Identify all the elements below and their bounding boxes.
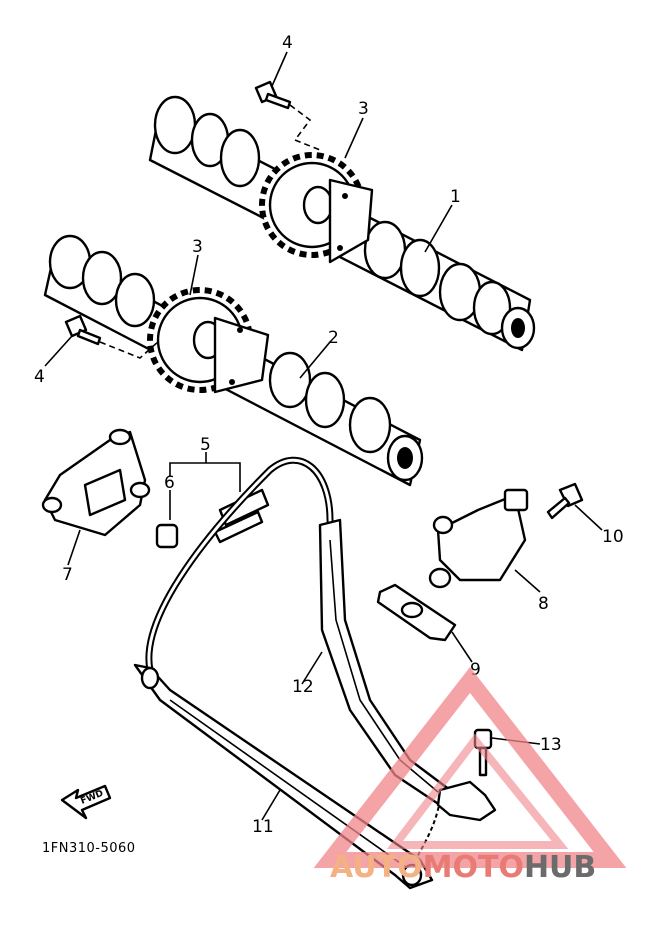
catalog-code: 1FN310-5060: [42, 841, 136, 856]
chain-tensioner: [428, 488, 529, 589]
fwd-arrow: FWD: [60, 784, 112, 820]
label-3-lower: 3: [192, 237, 203, 257]
label-6: 6: [164, 473, 175, 493]
tensioner-bolt: [546, 482, 584, 520]
watermark-logo: AUTOMOTOHUB: [313, 666, 627, 885]
label-12: 12: [292, 677, 314, 697]
lower-cam-sprocket: [147, 287, 270, 394]
watermark-moto: MOTO: [423, 850, 524, 885]
label-13: 13: [540, 735, 562, 755]
label-4-lower: 4: [34, 367, 45, 387]
label-8: 8: [538, 594, 549, 614]
sprocket-bolt-upper: [254, 80, 321, 151]
label-2: 2: [328, 328, 339, 348]
watermark-hub: HUB: [524, 850, 596, 885]
guide-bolt-13: [436, 728, 497, 822]
watermark-triangle-outer: [313, 666, 627, 868]
label-10: 10: [602, 527, 624, 547]
label-1: 1: [450, 187, 461, 207]
label-5: 5: [200, 435, 211, 455]
camshaft-cap: [41, 428, 151, 537]
sprocket-bolt-lower: [64, 314, 161, 359]
watermark-text: AUTOMOTOHUB: [330, 850, 596, 885]
label-3-upper: 3: [358, 99, 369, 119]
chain-guide-12: [318, 518, 452, 807]
watermark-auto: AUTO: [330, 850, 423, 885]
label-4-upper: 4: [282, 33, 293, 53]
label-9: 9: [470, 660, 481, 680]
cam-chain: [145, 456, 441, 871]
label-11: 11: [252, 817, 274, 837]
label-7: 7: [62, 565, 73, 585]
upper-cam-sprocket: [259, 152, 374, 264]
tensioner-gasket: [376, 583, 457, 642]
watermark-triangle-inner: [386, 733, 569, 849]
leader-lines: [44, 51, 603, 821]
part-labels: 4 3 1 3 4 2 5 6 7 10 8 9 12 13 11: [34, 33, 624, 837]
